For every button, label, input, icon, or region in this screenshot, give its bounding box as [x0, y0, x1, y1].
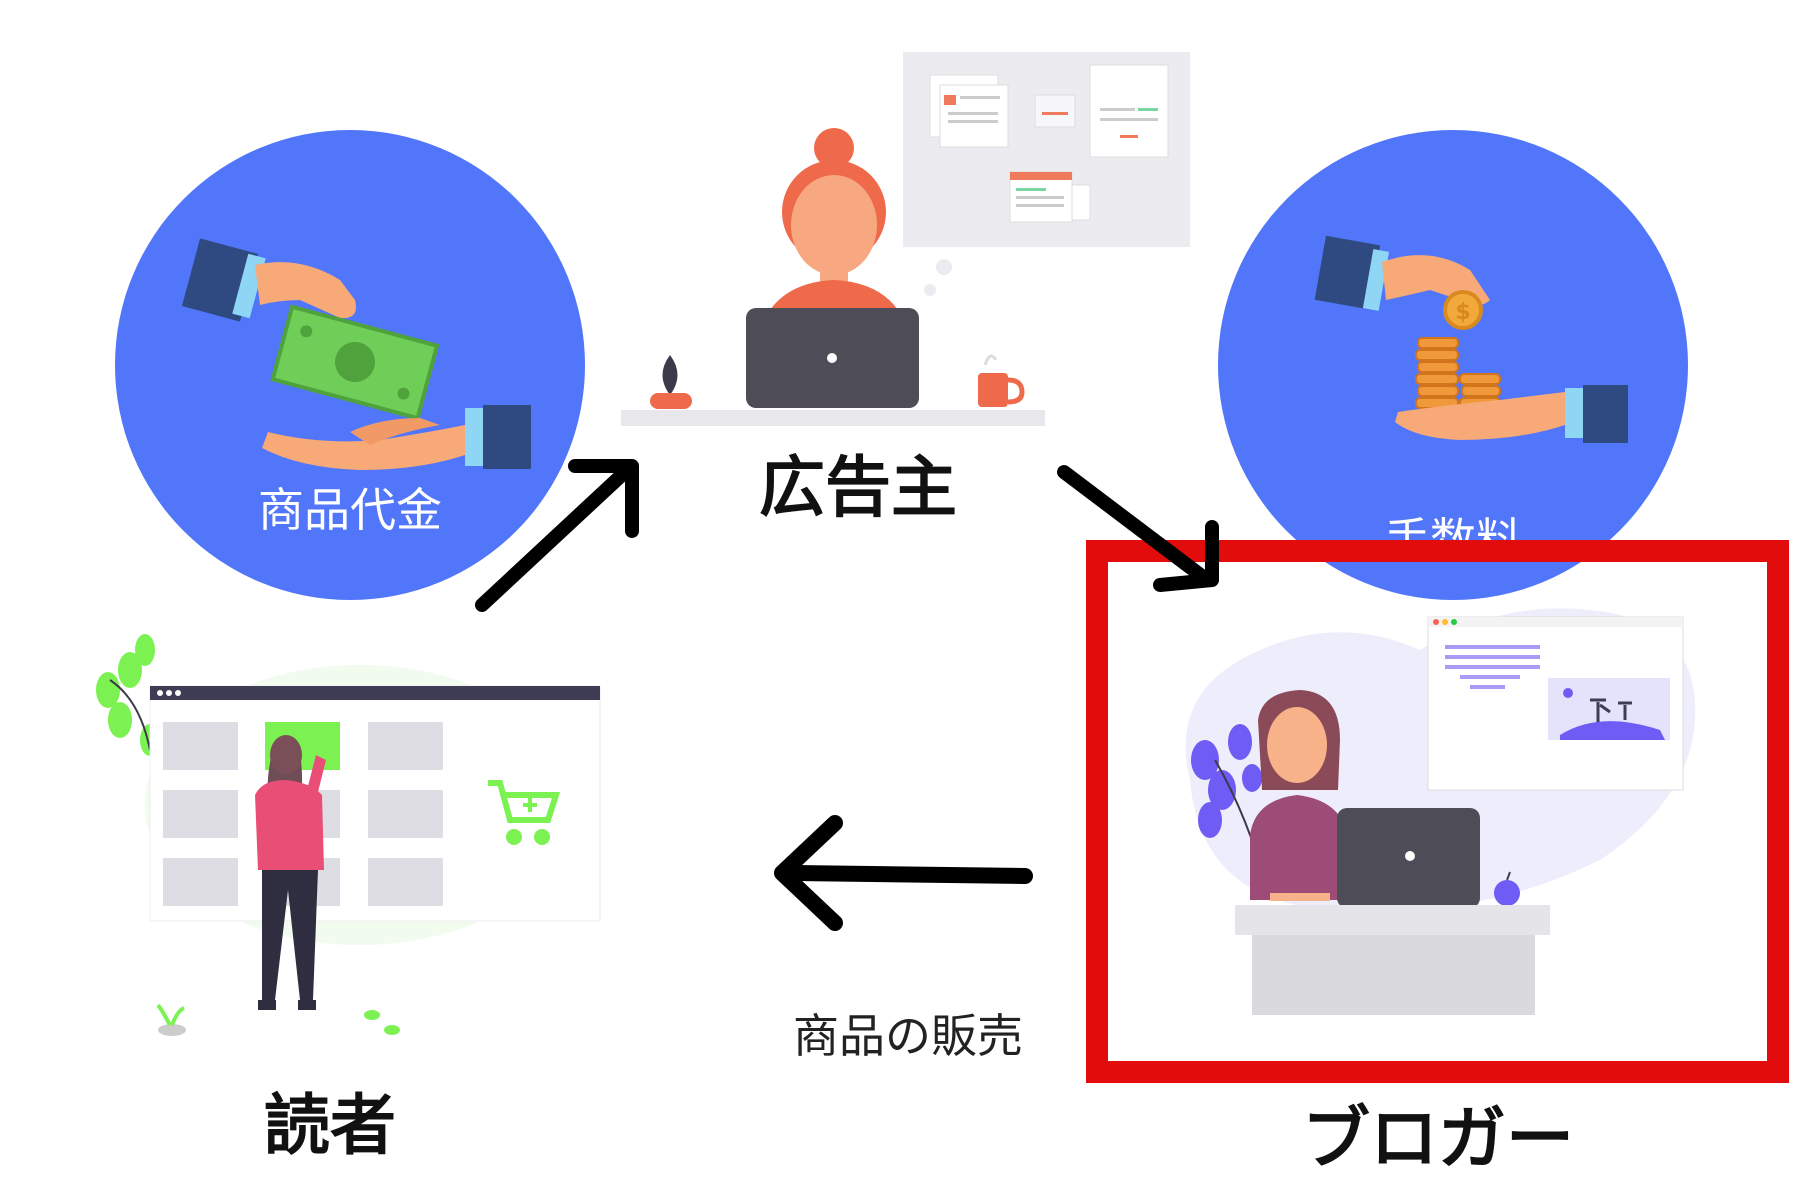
- shopping-cart-icon: [488, 780, 561, 845]
- blogger-person: [1250, 690, 1348, 901]
- advertiser-illustration: [621, 52, 1190, 426]
- arrow-advertiser-to-blogger: [1057, 465, 1219, 592]
- svg-text:$: $: [1455, 300, 1470, 325]
- blogger-illustration: [1185, 608, 1696, 1015]
- product-sale-label: 商品の販売: [793, 1009, 1023, 1063]
- dollar-coin-icon: $: [1443, 290, 1483, 330]
- coin-handover-icon: $: [1314, 235, 1628, 443]
- laptop-icon: [1337, 808, 1480, 908]
- apple-icon: [1494, 871, 1520, 906]
- product-payment-label: 商品代金: [258, 483, 442, 537]
- commission-circle: $ 手数料: [1218, 130, 1688, 600]
- reader-label: 読者: [264, 1087, 396, 1164]
- plant-icon: [650, 355, 692, 409]
- arrow-reader-to-advertiser: [475, 459, 639, 612]
- laptop-icon: [746, 308, 919, 408]
- blogger-highlight-box: [1086, 540, 1789, 1083]
- product-payment-circle: 商品代金: [115, 130, 585, 600]
- advertiser-label: 広告主: [759, 449, 957, 526]
- blogger-desk: [1235, 905, 1550, 935]
- money-handover-icon: [181, 238, 531, 470]
- blogger-plant: [1191, 724, 1262, 838]
- blogger-label: ブロガー: [1302, 1100, 1574, 1179]
- advertiser-desk: [621, 410, 1045, 426]
- advertiser-person: [770, 128, 898, 310]
- arrow-blogger-to-reader: [774, 815, 1033, 931]
- reader-person: [255, 735, 326, 1010]
- ad-cards: [929, 64, 1169, 223]
- coffee-mug-icon: [978, 354, 1025, 407]
- reader-illustration: [96, 634, 601, 1036]
